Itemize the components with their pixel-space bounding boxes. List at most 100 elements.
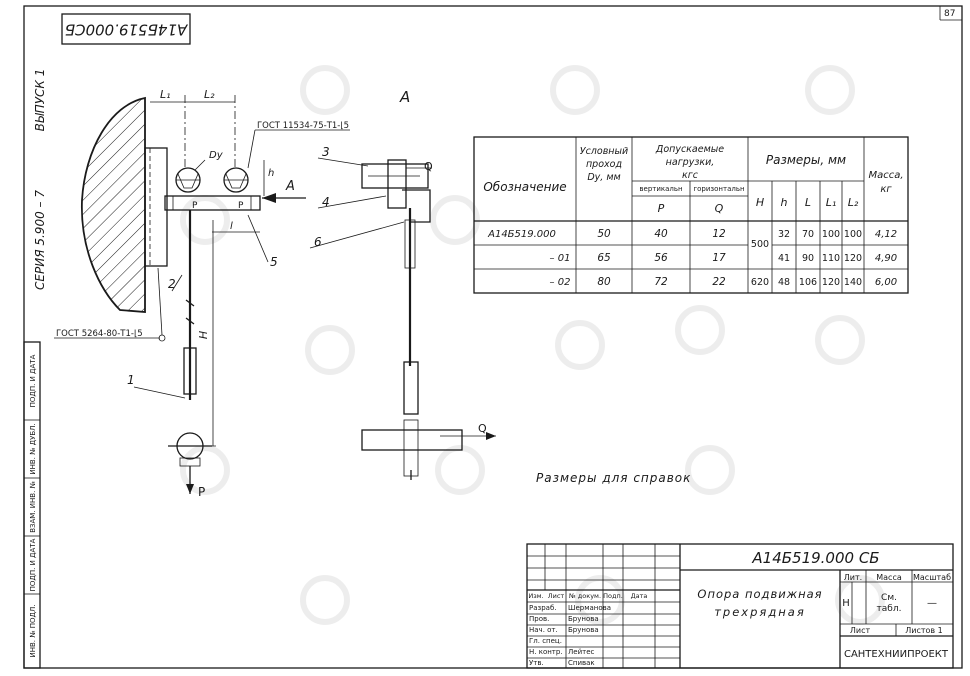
tb-mass-head: Масса — [876, 573, 902, 582]
th-l1: L₁ — [826, 196, 837, 209]
view-arrow-label: А — [285, 179, 295, 194]
left-strip: ПОДП. И ДАТА ИНВ. № ДУБЛ. ВЗАМ. ИНВ. № П… — [23, 341, 41, 669]
tb-role: Разраб. — [529, 604, 557, 612]
cell-mass: 4,90 — [875, 253, 897, 264]
cell-p: 56 — [654, 252, 668, 264]
cell-designation: – 01 — [550, 253, 571, 264]
cell-h: 32 — [778, 229, 790, 240]
page-number: 87 — [944, 9, 955, 19]
tb-name: Лейтес — [568, 648, 595, 656]
tb-scale-value: — — [927, 598, 937, 609]
th-l2: L₂ — [848, 196, 859, 209]
callout-3: 3 — [322, 145, 330, 159]
stamp-code: А14Б519.000СБ — [65, 21, 188, 39]
watermark-pattern — [180, 65, 885, 625]
th-horiz: горизонтальн — [693, 185, 744, 193]
cell-p: 72 — [654, 276, 668, 288]
th-h: h — [781, 196, 788, 209]
tb-name: Брунова — [568, 615, 599, 623]
tb-sheets: Листов 1 — [905, 626, 943, 635]
tb-role: Пров. — [529, 615, 549, 623]
cell-h-merged: 620 — [751, 277, 769, 288]
callout-6: 6 — [314, 235, 322, 249]
gost-weld-top: ГОСТ 11534-75-Т1-⌊5 — [257, 121, 349, 131]
cell-q: 22 — [712, 276, 726, 288]
load-p-label: P — [238, 201, 244, 211]
tb-name: Брунова — [568, 626, 599, 634]
support-beam — [164, 195, 261, 211]
tb-role: Нач. от. — [529, 626, 558, 634]
cell-designation: – 02 — [550, 277, 571, 288]
title-block: Изм. Лист № докум. Подп. Дата Разраб. Шер… — [526, 543, 954, 669]
cell-l: 106 — [799, 277, 817, 288]
cell-l2: 100 — [844, 229, 862, 240]
th-sizes: Размеры, мм — [766, 153, 846, 167]
th-q: Q — [715, 202, 724, 215]
view-label: А — [399, 88, 410, 106]
tb-head: № докум. — [568, 592, 601, 600]
concrete-structure — [81, 96, 146, 313]
strip-label: ПОДП. И ДАТА — [29, 354, 37, 407]
callout-5: 5 — [270, 255, 278, 269]
cell-designation: А14Б519.000 — [487, 229, 556, 240]
tb-role: Гл. спец. — [529, 637, 562, 645]
dim-l: l — [230, 221, 233, 232]
tb-scale-head: Масштаб — [913, 573, 951, 582]
cell-dy: 50 — [597, 228, 611, 240]
cell-mass: 4,12 — [875, 229, 897, 240]
tb-lit-head: Лит. — [844, 573, 862, 582]
main-view: L₁ L₂ Dу P P l h А ГОСТ 11534-75-Т1-⌊5 — [54, 88, 350, 499]
cell-l: 90 — [802, 253, 814, 264]
strip-label: ВЗАМ. ИНВ. № — [29, 481, 37, 533]
cell-l: 70 — [802, 229, 814, 240]
cell-h: 41 — [778, 253, 790, 264]
load-p-label: P — [192, 201, 198, 211]
gost-weld-left: ГОСТ 5264-80-Т1-⌊5 — [56, 329, 143, 339]
dim-dy: Dу — [209, 150, 224, 161]
turnbuckle — [183, 347, 197, 395]
callout-4: 4 — [322, 195, 330, 209]
sheet-frame — [23, 5, 963, 669]
strip-label: ИНВ. № ДУБЛ. — [29, 423, 37, 474]
side-view: Q Q 3 4 6 — [309, 145, 496, 480]
th-designation: Обозначение — [483, 180, 566, 194]
tb-name: Шерманова — [568, 604, 611, 612]
cell-q: 12 — [712, 228, 726, 240]
margin-series: СЕРИЯ 5.900 – 7 — [33, 190, 47, 290]
dim-l1: L₁ — [160, 88, 171, 101]
tb-head: Лист — [548, 592, 565, 600]
strip-label: ИНВ. № ПОДЛ. — [29, 605, 37, 658]
tb-title-2: трехрядная — [714, 605, 806, 619]
tb-head: Изм. — [528, 592, 543, 600]
tb-head: Дата — [631, 592, 648, 600]
tb-code: А14Б519.000 СБ — [751, 549, 879, 567]
reference-note: Размеры для справок — [536, 471, 691, 485]
callout-2: 2 — [168, 277, 176, 291]
tb-role: Н. контр. — [529, 648, 563, 656]
tb-sheet: Лист — [850, 626, 871, 635]
cell-dy: 80 — [597, 276, 611, 288]
margin-issue: ВЫПУСК 1 — [33, 69, 47, 132]
th-p: P — [658, 202, 665, 215]
cell-h-merged: 500 — [751, 239, 769, 250]
tb-name: Спивак — [568, 659, 595, 667]
th-vert: вертикальн — [639, 185, 682, 193]
tb-role: Утв. — [529, 659, 544, 667]
dim-l2: L₂ — [204, 88, 215, 101]
th-l: L — [805, 196, 811, 209]
table-row: А14Б519.000 50 40 12 32 70 100 100 4,12 — [487, 228, 897, 240]
tb-org: САНТЕХНИИПРОЕКТ — [844, 649, 949, 660]
side-bracket — [361, 163, 429, 189]
strip-label: ПОДП. И ДАТА — [29, 538, 37, 591]
cell-p: 40 — [654, 228, 668, 240]
load-q-bottom: Q — [478, 422, 487, 435]
cell-l1: 100 — [822, 229, 840, 240]
tb-title-1: Опора подвижная — [697, 587, 822, 601]
tb-head: Подп. — [603, 592, 623, 600]
cell-dy: 65 — [597, 252, 611, 264]
tb-lit-value: Н — [842, 598, 850, 609]
cell-mass: 6,00 — [875, 277, 897, 288]
